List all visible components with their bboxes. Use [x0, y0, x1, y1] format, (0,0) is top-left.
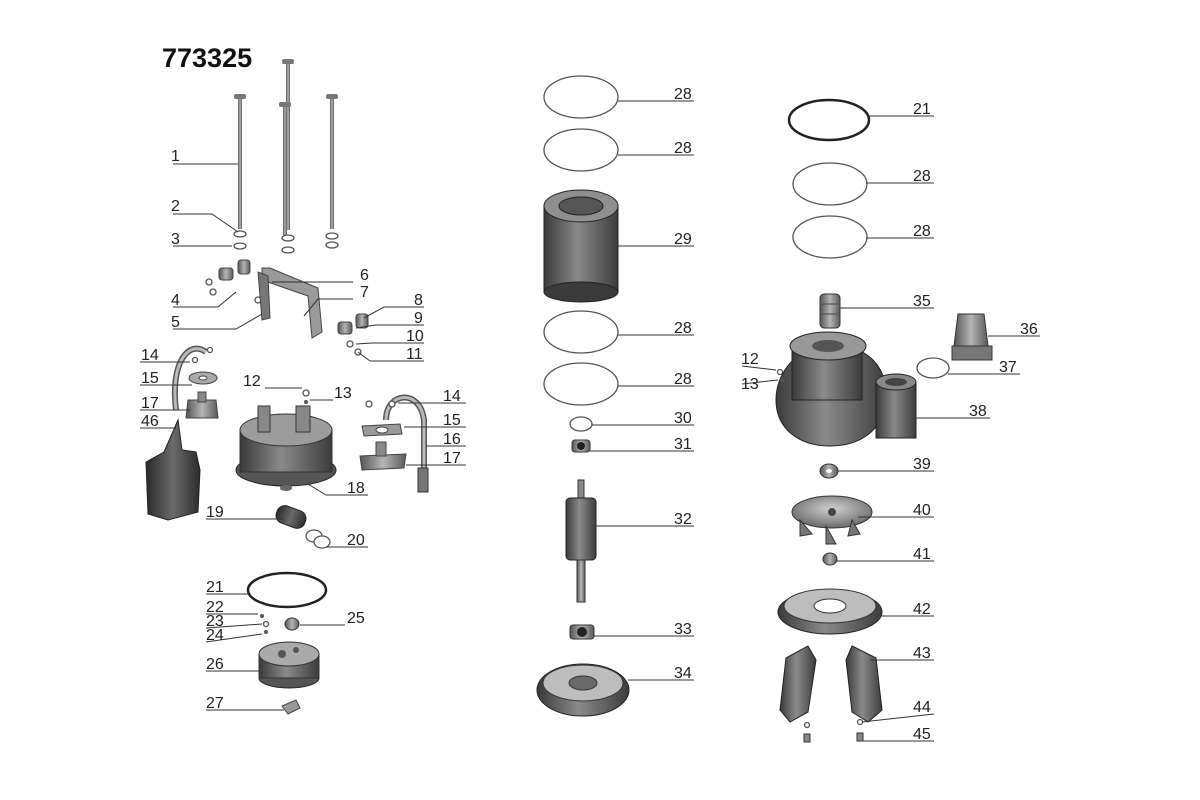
nut-41-part — [822, 552, 838, 566]
callout-43: 43 — [913, 645, 931, 662]
cable-gland-part — [359, 394, 429, 493]
callout-28-d: 28 — [674, 371, 692, 388]
o-ring-21-left-part — [246, 571, 328, 609]
callout-15-right: 15 — [443, 412, 461, 429]
callout-20: 20 — [347, 532, 365, 549]
o-ring-37-part — [916, 357, 950, 379]
callout-26: 26 — [206, 656, 224, 673]
callout-27: 27 — [206, 695, 224, 712]
leader-lines — [140, 100, 1040, 742]
o-ring-28-f-part — [792, 215, 868, 259]
callout-17-left: 17 — [141, 395, 159, 412]
callout-3: 3 — [171, 231, 180, 248]
callout-10: 10 — [406, 328, 424, 345]
callout-34: 34 — [674, 665, 692, 682]
callout-28-e: 28 — [913, 168, 931, 185]
o-ring-28-d-part — [543, 362, 619, 406]
callout-14-left: 14 — [141, 347, 159, 364]
o-ring-30-part — [569, 416, 593, 432]
callout-2: 2 — [171, 198, 180, 215]
cable-clamp-part — [205, 259, 369, 356]
pump-housing-38-part — [775, 331, 917, 447]
callout-1: 1 — [171, 148, 180, 165]
bearing-31-part — [571, 439, 591, 453]
callout-28-b: 28 — [674, 140, 692, 157]
bearing-housing-26-part — [258, 641, 320, 689]
callout-45: 45 — [913, 726, 931, 743]
callout-17-right: 17 — [443, 450, 461, 467]
callout-35: 35 — [913, 293, 931, 310]
callout-13-right: 13 — [741, 376, 759, 393]
washer-39-part — [819, 463, 839, 479]
callout-37: 37 — [999, 359, 1017, 376]
callout-16: 16 — [443, 431, 461, 448]
callout-23: 23 — [206, 613, 224, 630]
callout-42: 42 — [913, 601, 931, 618]
callout-31: 31 — [674, 436, 692, 453]
callout-labels: 1 2 3 4 5 6 7 8 9 10 11 12 13 14 14 15 1… — [141, 86, 1038, 743]
mechanical-seal-35-part — [819, 293, 841, 329]
callout-14-right: 14 — [443, 388, 461, 405]
washer-44-part — [803, 718, 864, 729]
callout-40: 40 — [913, 502, 931, 519]
stand-feet-43-part — [779, 645, 883, 723]
seal-plate-34-part — [536, 663, 630, 717]
callout-28-c: 28 — [674, 320, 692, 337]
callout-24: 24 — [206, 627, 224, 644]
bearing-33-part — [569, 624, 595, 640]
callout-12-right: 12 — [741, 351, 759, 368]
callout-36: 36 — [1020, 321, 1038, 338]
callout-29: 29 — [674, 231, 692, 248]
wear-plate-42-part — [777, 588, 883, 635]
callout-6: 6 — [360, 267, 369, 284]
callout-44: 44 — [913, 699, 931, 716]
callout-28-f: 28 — [913, 223, 931, 240]
handle-bracket-part — [257, 267, 323, 339]
capacitor-part — [275, 505, 331, 549]
callout-46: 46 — [141, 413, 159, 430]
drawing-number: 773325 — [162, 43, 252, 73]
callout-9: 9 — [414, 310, 423, 327]
washer-2-part — [233, 230, 339, 242]
callout-11: 11 — [406, 346, 423, 363]
callout-21-right: 21 — [913, 101, 931, 118]
float-switch-part — [145, 345, 219, 521]
rotor-shaft-32-part — [565, 479, 597, 603]
o-ring-21-right-part — [787, 98, 871, 142]
callout-38: 38 — [969, 403, 987, 420]
callout-13-left: 13 — [334, 385, 352, 402]
callout-41: 41 — [913, 546, 931, 563]
callout-28-a: 28 — [674, 86, 692, 103]
callout-30: 30 — [674, 410, 692, 427]
callout-22: 22 — [206, 599, 224, 616]
small-fasteners-part — [260, 614, 300, 634]
callout-19: 19 — [206, 504, 224, 521]
o-ring-28-e-part — [792, 162, 868, 206]
screw-45-part — [803, 732, 864, 743]
callout-5: 5 — [171, 314, 180, 331]
motor-casing-29-part — [543, 189, 619, 303]
nut-3-part — [233, 241, 339, 254]
callout-12-left: 12 — [243, 373, 261, 390]
o-ring-28-a-part — [543, 75, 619, 119]
motor-top-cover-part — [235, 389, 337, 491]
callout-7: 7 — [360, 284, 369, 301]
terminal-key-27-part — [281, 699, 301, 715]
callout-32: 32 — [674, 511, 692, 528]
callout-15-left: 15 — [141, 370, 159, 387]
callout-33: 33 — [674, 621, 692, 638]
callout-21-left: 21 — [206, 579, 224, 596]
o-ring-28-b-part — [543, 128, 619, 172]
callout-39: 39 — [913, 456, 931, 473]
o-ring-28-c-part — [543, 310, 619, 354]
callout-25: 25 — [347, 610, 365, 627]
callout-8: 8 — [414, 292, 423, 309]
callout-18: 18 — [347, 480, 365, 497]
callout-4: 4 — [171, 292, 180, 309]
impeller-40-part — [791, 495, 873, 545]
bolt-1-part — [234, 59, 338, 235]
hose-connector-36-part — [951, 313, 993, 361]
